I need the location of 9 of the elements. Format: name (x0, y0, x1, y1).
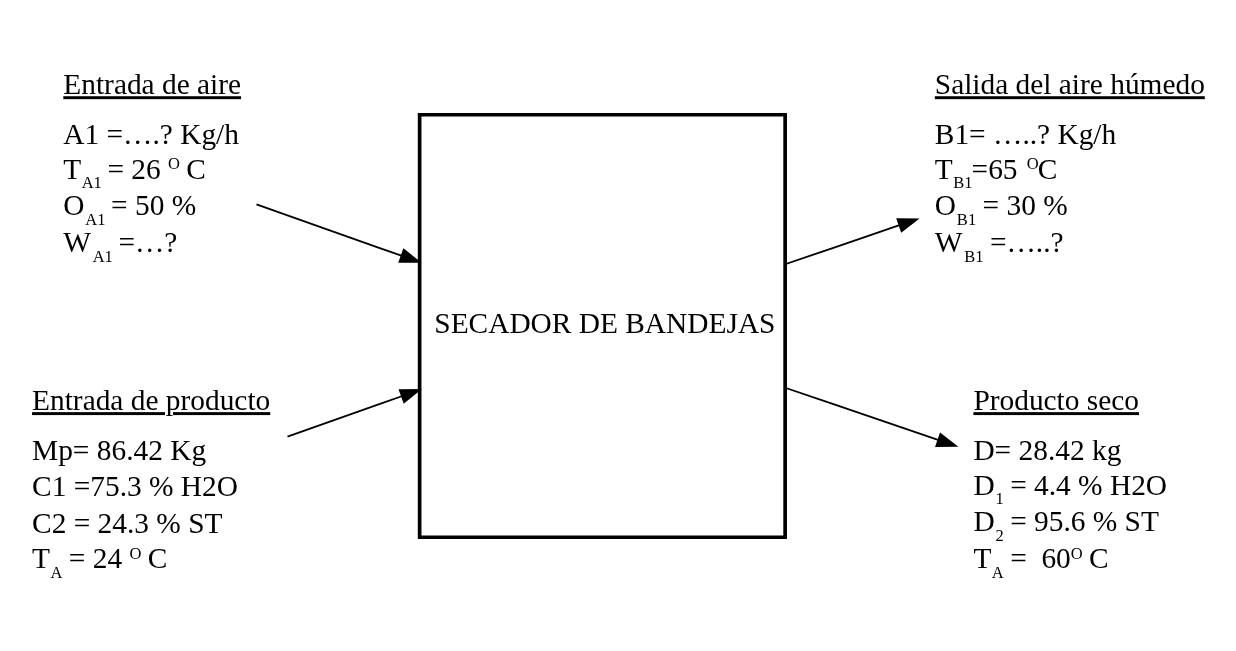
node-text: Entrada de producto Mp= 86.42 Kg C1 =75.3 % H2O C2 = 24.3 % ST T$_{A}$ = 24 $^{O}$ C (32, 383, 271, 582)
arrow (784, 217, 920, 265)
node-box: SECADOR DE BANDEJAS (417, 112, 787, 539)
arrow (286, 388, 422, 437)
node-text: Salida del aire húmedo B1= …..? Kg/h T$_{B1}$=65 $^{O}$C O$_{B1}$ = 30 % W$_{B1}$ =…..? (934, 67, 1205, 266)
arrow (784, 386, 959, 447)
node-text: Producto seco D= 28.42 kg D$_{1}$ = 4.4 % H2O D$_{2}$ = 95.6 % ST T$_{A}$ = 60$^{O}$ C (973, 383, 1168, 582)
node-text: Entrada de aire A1 =….? Kg/h T$_{A1}$ = 26 $^{O}$ C O$_{A1}$ = 50 % W$_{A1}$ =…? (63, 67, 242, 266)
arrow (255, 203, 422, 263)
